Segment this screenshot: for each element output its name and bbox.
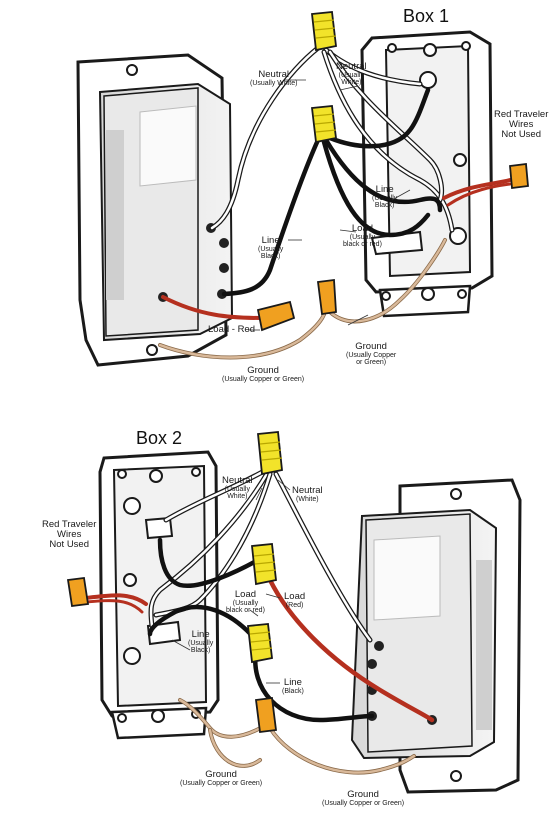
label-sub: (Red) [285,601,304,609]
box2-title: Box 2 [136,428,183,448]
label-main: Ground [347,789,379,800]
label-sub: (Usually [224,485,250,493]
box2-neutral-label-left: Neutral (Usually White) [222,476,253,501]
label-main: Red Traveler [42,519,97,530]
box1-load-red-label: Load - Red [208,325,255,335]
label-main: Load [351,223,374,234]
box2-neutral-label-right: Neutral (White) [292,486,323,503]
box2-line-wire-nut [247,623,273,664]
box2-three-way-switch [98,450,220,740]
box2-traveler-label: Red Traveler Wires Not Used [42,520,96,550]
label-main: Load [234,589,257,600]
box1-neutral-label-right: Neutral (Usually White) [336,62,367,87]
box1-ground-label-right: Ground (Usually Copper or Green) [346,342,396,367]
box2-line-label-left: Line (Usually Black) [188,630,213,655]
label-sub: Black) [190,647,211,655]
box2-wires [84,467,435,775]
box1-neutral-wire-nut [311,11,337,52]
box2-smart-switch [350,478,522,794]
box1-load-label: Load (Usually black or red) [343,224,382,249]
box1-switch-mount-screw-top [126,64,138,76]
label-main: Ground [247,365,279,376]
box1-load-wire-nut [256,300,296,332]
label-main: Wires [509,118,534,130]
label-main: Line [283,677,302,688]
label-main: Load [284,591,306,602]
box1-wires [158,45,512,360]
box2-line-black-label: Line (Black) [282,678,304,695]
box2-load-label-mid: Load (Usually black or red) [226,590,265,615]
box2-traveler-wire-nut [66,576,90,608]
box2-ground-label-right: Ground (Usually Copper or Green) [322,790,404,807]
label-main: Ground [355,341,387,352]
box1-3way-terminal-screw-mid [453,153,467,167]
label-main: Line [375,184,394,195]
box2-ground-wire-nut [254,696,278,734]
label-sub: (Usually [338,71,364,79]
label-sub: (Black) [282,687,304,695]
box2-ground-label-left: Ground (Usually Copper or Green) [180,770,262,787]
box2-switch-mount-screw-top [450,488,462,500]
label-sub: Black) [374,202,395,210]
label-main: Load - Red [208,324,256,335]
label-sub: (Usually Copper or Green) [222,375,305,383]
label-sub: White) [227,493,248,501]
label-sub: (Usually [258,245,284,253]
box1-3way-terminal-screw-top [419,71,437,89]
label-sub: (Usually Copper or Green) [322,799,405,807]
box1-ground-wire-nut [316,278,337,316]
label-main: Not Used [501,128,541,140]
box1-3way-mount-screw-bottom [421,287,435,301]
box1-three-way-switch [360,30,494,318]
label-sub: (Usually [349,233,376,241]
box1-traveler-wire-nut [509,162,529,190]
label-sub: (Usually White) [250,79,298,87]
label-main: Ground [205,769,237,780]
box2-wire-nuts [66,431,283,734]
box1-3way-terminal-screw-bottom [449,227,467,245]
box2-3way-mount-screw-top [149,469,163,483]
label-sub: (Usually [188,639,214,647]
label-sub: black or red) [226,607,265,615]
box1-switch-mount-screw-bottom [146,344,158,356]
box2-3way-terminal-screw-mid [123,573,137,587]
label-main: Neutral [336,61,367,72]
box1-neutral-label-left: Neutral (Usually White) [250,70,297,87]
label-main: Not Used [49,538,89,550]
box2-3way-mount-screw-bottom [151,709,165,723]
label-main: Neutral [258,69,290,80]
box1-title: Box 1 [403,6,450,26]
box1-3way-mount-screw-top [423,43,437,57]
box1-traveler-label: Red Traveler Wires Not Used [494,110,548,140]
label-sub: or Green) [356,359,387,367]
label-sub: black or red) [343,241,382,249]
label-main: Neutral [292,485,323,496]
label-main: Neutral [222,475,253,486]
box2-switch-mount-screw-bottom [450,770,462,782]
label-sub: (White) [296,495,319,503]
label-main: Red Traveler [494,109,549,120]
box2-neutral-wire-nut [257,431,283,476]
label-main: Line [261,235,280,246]
label-main: Wires [57,528,82,540]
box2-3way-terminal-screw-top [123,497,141,515]
box2-3way-terminal-screw-bottom [123,647,141,665]
label-sub: (Usually Copper [346,351,397,359]
label-main: Line [191,629,210,640]
box1-ground-label-bottom: Ground (Usually Copper or Green) [222,366,304,383]
box1-line-label-right: Line (Usually Black) [372,185,397,210]
box1-line-label-left: Line (Usually Black) [258,236,283,261]
label-sub: (Usually Copper or Green) [180,779,263,787]
leader-lines [171,79,411,684]
label-sub: Black) [260,253,281,261]
box1-smart-switch [76,53,234,367]
label-sub: (Usually [232,599,259,607]
label-sub: White) [341,79,362,87]
label-sub: (Usually [372,194,398,202]
box2-load-red-label: Load (Red) [284,592,305,609]
box1-wire-nuts [256,11,529,332]
